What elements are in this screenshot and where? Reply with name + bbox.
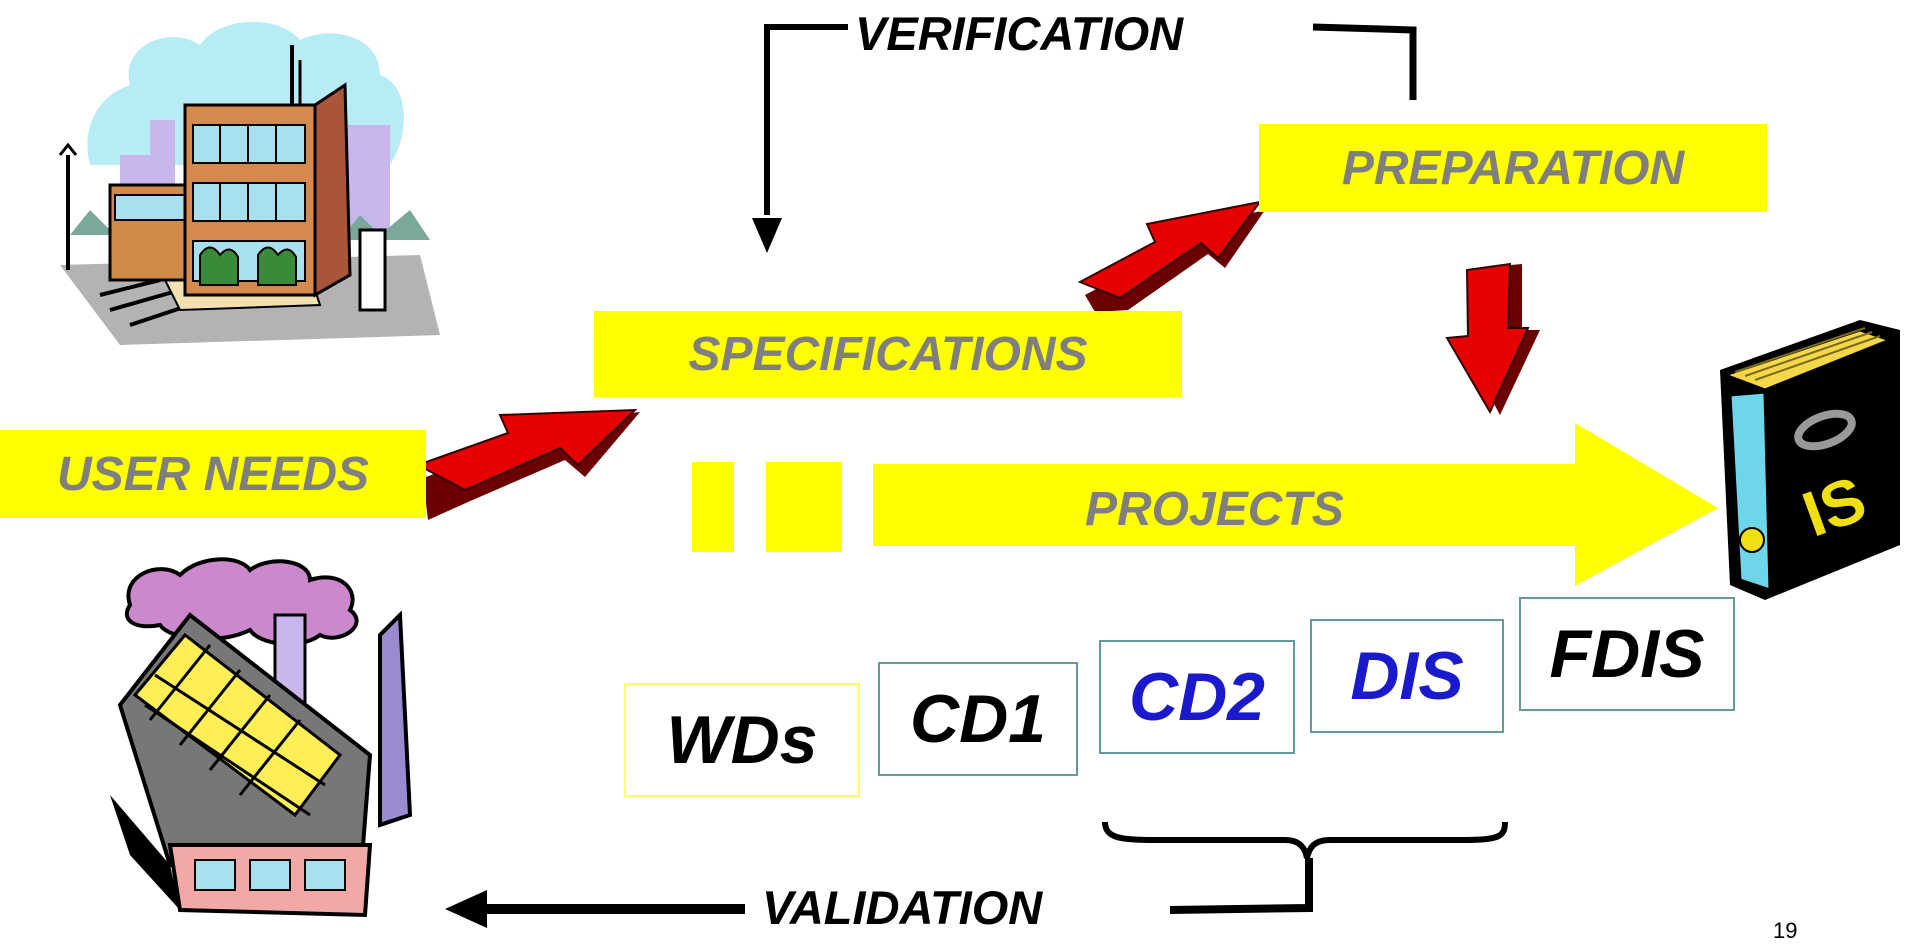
stage-cd1-label: CD1 (909, 681, 1047, 757)
stage-cd2-label: CD2 (1128, 659, 1266, 735)
stage-wds: WDs (624, 683, 860, 797)
stage-fdis-label: FDIS (1549, 616, 1705, 692)
validation-label: VALIDATION (762, 881, 1043, 934)
user-needs-label: USER NEEDS (56, 447, 370, 501)
stage-dis: DIS (1310, 619, 1504, 733)
page-number: 19 (1773, 918, 1798, 943)
stage-fdis: FDIS (1519, 597, 1735, 711)
office-building-clipart (58, 21, 440, 345)
stage-cd1: CD1 (878, 662, 1078, 776)
specifications-box: SPECIFICATIONS (594, 311, 1182, 397)
stage-wds-label: WDs (666, 702, 818, 778)
user-needs-box: USER NEEDS (0, 430, 426, 518)
projects-label: PROJECTS (1085, 483, 1344, 536)
stage-dis-label: DIS (1350, 638, 1464, 714)
specifications-label: SPECIFICATIONS (688, 327, 1088, 381)
preparation-label: PREPARATION (1341, 141, 1685, 195)
preparation-box: PREPARATION (1259, 124, 1767, 212)
verification-label: VERIFICATION (855, 7, 1184, 60)
factory-clipart (110, 557, 413, 918)
standard-book-clipart: IS (1720, 320, 1900, 600)
stage-cd2: CD2 (1099, 640, 1295, 754)
